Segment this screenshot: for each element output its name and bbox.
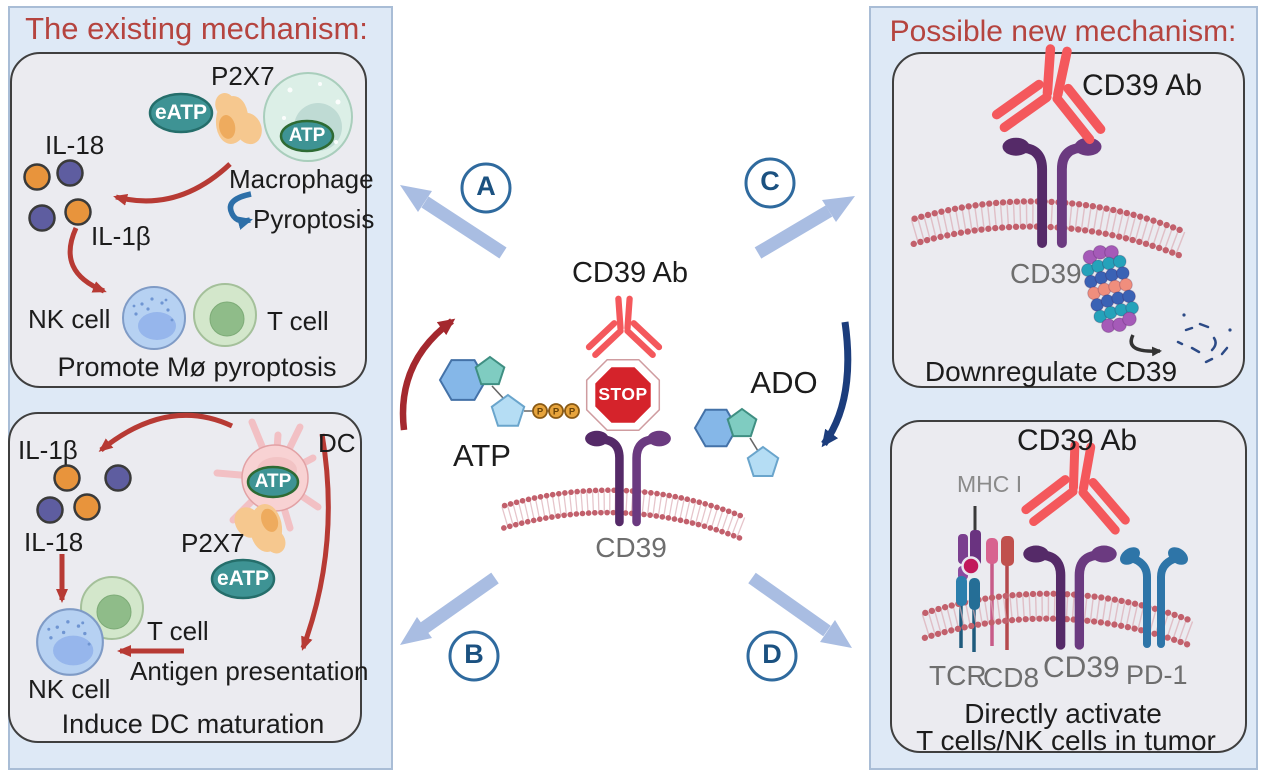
- route-a-letter: A: [476, 171, 496, 201]
- arrow-pyroptosis: [227, 191, 253, 230]
- antigen-presentation-label: Antigen presentation: [130, 656, 369, 686]
- stop-label: STOP: [598, 384, 648, 404]
- proteasome-icon: [1081, 244, 1139, 333]
- t-cell-label-top: T cell: [267, 306, 329, 336]
- dc-label: DC: [318, 428, 356, 458]
- eatp-label-top: eATP: [154, 101, 208, 124]
- existing-mechanism-title: The existing mechanism:: [25, 11, 368, 46]
- pd1-label: PD-1: [1126, 660, 1188, 690]
- downregulate-caption: Downregulate CD39: [924, 356, 1178, 387]
- letter-circles: [448, 157, 798, 682]
- arrow-ado-production: [821, 321, 852, 448]
- cytokine-dots-top: [23, 159, 92, 232]
- thick-arrow-c: [754, 196, 855, 259]
- eatp-molecule-icon-dc: [210, 558, 276, 600]
- nk-cell-label-bottom: NK cell: [28, 674, 111, 704]
- atp-molecule-icon: P P P: [438, 355, 580, 427]
- cd39-label-center: CD39: [595, 532, 667, 563]
- route-b-letter: B: [464, 639, 484, 669]
- cd39ab-label-panel-c: CD39 Ab: [1082, 69, 1203, 102]
- il1b-label-top: IL-1β: [91, 221, 151, 251]
- cd39-receptor-center: [585, 431, 671, 522]
- eatp-molecule-icon: [148, 92, 214, 134]
- dendritic-cell-icon: [213, 418, 322, 532]
- subpanel-activate-tcells: [890, 420, 1247, 753]
- tcr-mhc-complex-icon: [959, 506, 1009, 652]
- promote-pyroptosis-caption: Promote Mø pyroptosis: [57, 352, 337, 382]
- mhc1-label: MHC I: [957, 471, 1023, 497]
- tcr-label: TCR: [929, 660, 987, 691]
- t-cell-icon-top: [193, 283, 257, 347]
- stop-sign-icon: [585, 358, 661, 432]
- cd39-label-panel-d: CD39: [1043, 651, 1120, 684]
- nk-cell-icon-bottom: [36, 608, 104, 676]
- cd8-label: CD8: [983, 662, 1040, 693]
- induce-dc-caption: Induce DC maturation: [61, 709, 325, 739]
- cd39ab-label-center: CD39 Ab: [571, 257, 689, 289]
- cell-membrane-panel-c: [914, 197, 1186, 257]
- arrow-dc-to-il1b: [98, 412, 234, 452]
- thick-arrow-a: [400, 185, 507, 259]
- pyroptosis-label: Pyroptosis: [253, 204, 375, 234]
- phosphate-label: P: [569, 407, 576, 418]
- atp-label-dc: ATP: [254, 471, 292, 492]
- ado-molecule-icon: [693, 407, 780, 477]
- il18-label-bottom: IL-18: [24, 527, 84, 557]
- thick-arrow-b: [400, 572, 499, 645]
- tcr-mhc-complex-upper: [956, 530, 1014, 610]
- phosphate-label: P: [553, 407, 560, 418]
- eatp-label-bottom: eATP: [216, 567, 270, 590]
- route-d-letter: D: [762, 639, 782, 669]
- nk-cell-label-top: NK cell: [28, 304, 111, 334]
- macrophage-cell-icon: [263, 72, 353, 162]
- pd1-receptor-icon: [1120, 547, 1188, 648]
- arrow-dc-to-antigen: [300, 433, 331, 651]
- p2x7-label-top: P2X7: [211, 61, 275, 91]
- cytokine-dots-bottom: [36, 464, 132, 524]
- atp-label-macrophage: ATP: [288, 125, 326, 146]
- ado-label: ADO: [750, 365, 818, 400]
- arrow-degradation: [1129, 334, 1162, 357]
- directly-activate-caption-2: T cells/NK cells in tumor: [916, 725, 1216, 756]
- cd39ab-label-panel-d: CD39 Ab: [1016, 424, 1138, 457]
- p2x7-label-bottom: P2X7: [181, 528, 245, 558]
- degraded-fragments-icon: [1176, 313, 1232, 364]
- route-c-letter: C: [760, 166, 780, 196]
- macrophage-label: Macrophage: [229, 164, 374, 194]
- directly-activate-caption-1: Directly activate: [964, 698, 1162, 729]
- phosphate-label: P: [537, 407, 544, 418]
- cd39-antibody-center: [589, 299, 659, 355]
- il18-label-top: IL-18: [45, 130, 105, 160]
- il1b-label-bottom: IL-1β: [18, 435, 78, 465]
- arrow-macrophage-to-cytokines: [113, 162, 232, 206]
- t-cell-label-bottom: T cell: [147, 616, 209, 646]
- cd39-label-panel-c: CD39: [1010, 258, 1082, 289]
- thick-arrow-d: [748, 572, 852, 648]
- nk-cell-icon-top: [122, 286, 186, 350]
- new-mechanism-title: Possible new mechanism:: [889, 15, 1237, 48]
- atp-label-center: ATP: [453, 438, 511, 473]
- arrow-cytokines-to-nkcell: [67, 226, 107, 294]
- p2x7-receptor-icon: [205, 87, 268, 153]
- arrow-atp-release: [399, 318, 456, 431]
